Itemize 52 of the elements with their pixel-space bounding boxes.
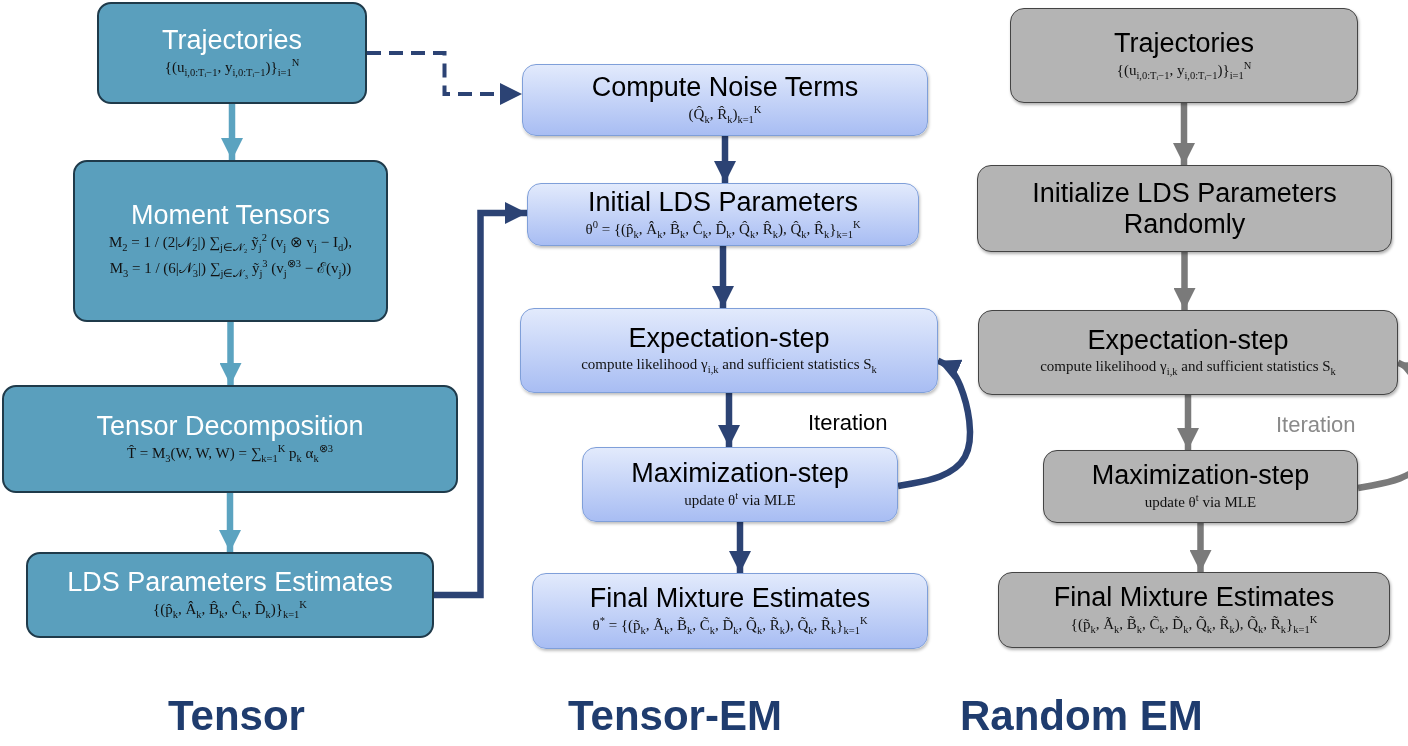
column-heading: Tensor bbox=[168, 692, 305, 740]
formula: compute likelihood γ$_{i,k}$ and sufficient statistics S$_{k}$ bbox=[1040, 357, 1336, 380]
formula: compute likelihood γ$_{i,k}$ and sufficient statistics S$_{k}$ bbox=[581, 355, 877, 378]
box-title: Expectation-step bbox=[628, 323, 830, 354]
dashed-arrow bbox=[367, 51, 522, 105]
process-box bbox=[532, 573, 928, 649]
formula: update θ$^{t}$ via MLE bbox=[684, 488, 796, 510]
box-title: Initialize LDS Parameters Randomly bbox=[1031, 178, 1338, 239]
arrow bbox=[221, 104, 243, 160]
box-title: Maximization-step bbox=[631, 457, 849, 488]
box-title: Tensor Decomposition bbox=[96, 411, 364, 442]
box-title: Trajectories bbox=[161, 25, 302, 56]
arrow bbox=[1189, 523, 1212, 572]
process-box bbox=[977, 165, 1392, 252]
process-box bbox=[26, 552, 434, 638]
box-title: Compute Noise Terms bbox=[591, 72, 859, 103]
arrow bbox=[1173, 103, 1195, 165]
arrow bbox=[219, 322, 242, 385]
process-box bbox=[1043, 450, 1358, 523]
process-box bbox=[520, 308, 938, 393]
box-title: Moment Tensors bbox=[130, 200, 331, 231]
process-box bbox=[1010, 8, 1358, 103]
box-title: Final Mixture Estimates bbox=[589, 583, 871, 614]
arrow bbox=[1173, 252, 1196, 310]
box-title: Trajectories bbox=[1113, 27, 1254, 58]
formula: update θ$^{t}$ via MLE bbox=[1144, 490, 1257, 512]
process-box bbox=[998, 572, 1390, 648]
formula: M$_{2}$ = 1 / (2|𝒩$_{2}$|) ∑$_{j∈𝒩₂}$ ỹ$_{j}$$^{2}$ (v$_{j}$ ⊗ v$_{j}$ − I$_{d}$), bbox=[109, 231, 352, 256]
arrow bbox=[219, 493, 241, 552]
process-box bbox=[73, 160, 388, 322]
arrow bbox=[714, 136, 736, 183]
process-box bbox=[2, 385, 458, 493]
arrow bbox=[718, 393, 740, 447]
formula: M$_{3}$ = 1 / (6|𝒩$_{3}$|) ∑$_{j∈𝒩₃}$ ỹ$_{j}$$^{3}$ (v$_{j}$$^{⊗3}$ − ℰ(v$_{j}$)) bbox=[109, 257, 352, 282]
process-box bbox=[527, 183, 919, 246]
process-box bbox=[522, 64, 928, 136]
column-heading: Random EM bbox=[960, 692, 1203, 740]
arrow bbox=[729, 522, 751, 573]
column-heading: Tensor-EM bbox=[568, 692, 782, 740]
process-box bbox=[978, 310, 1398, 395]
box-title: Final Mixture Estimates bbox=[1053, 582, 1335, 613]
arrow bbox=[897, 357, 974, 490]
arrow bbox=[434, 202, 527, 599]
box-title: LDS Parameters Estimates bbox=[67, 567, 393, 598]
box-title: Maximization-step bbox=[1091, 459, 1310, 490]
box-title: Initial LDS Parameters bbox=[587, 186, 859, 217]
process-box bbox=[582, 447, 898, 522]
arrow bbox=[1357, 359, 1408, 492]
arrow bbox=[1177, 395, 1199, 450]
box-title: Expectation-step bbox=[1087, 325, 1289, 356]
arrow bbox=[712, 246, 734, 308]
process-box bbox=[97, 2, 367, 104]
